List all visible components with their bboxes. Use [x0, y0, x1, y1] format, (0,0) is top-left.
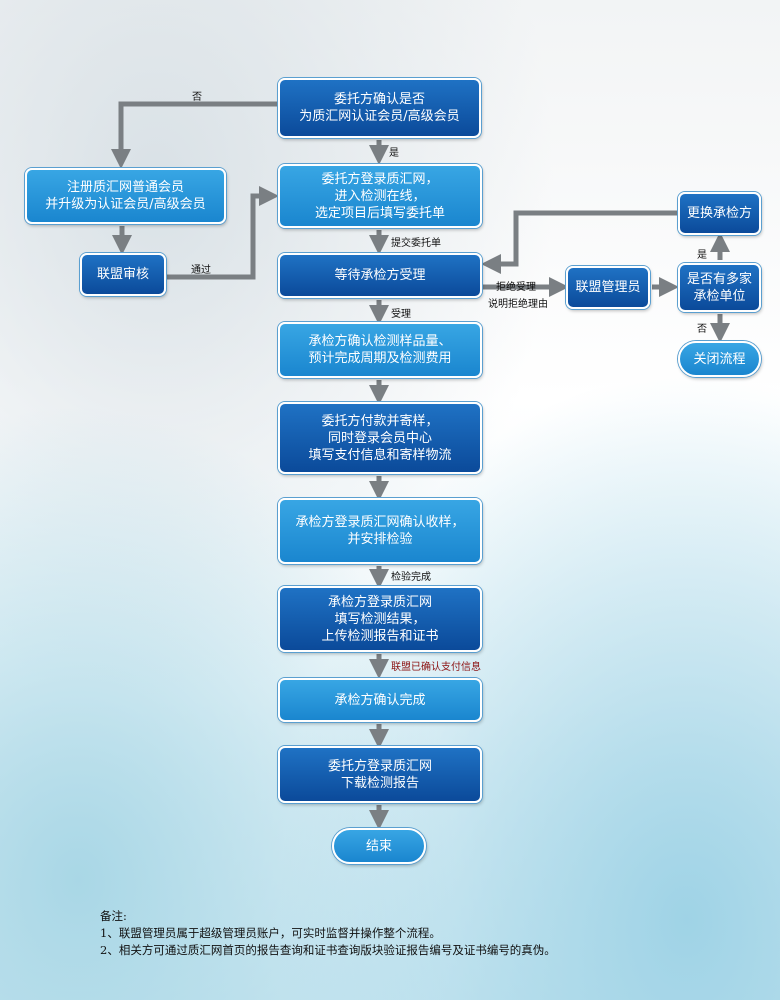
node-alliance-admin: 联盟管理员 [566, 266, 650, 309]
notes-line-1: 1、联盟管理员属于超级管理员账户，可实时监督并操作整个流程。 [100, 926, 441, 940]
node-confirm-sample: 承检方确认检测样品量、 预计完成周期及检测费用 [278, 322, 482, 378]
label-inspection-done: 检验完成 [391, 572, 431, 583]
label-accept: 受理 [391, 309, 411, 320]
label-reject-reason: 说明拒绝理由 [488, 299, 548, 310]
node-fill-result: 承检方登录质汇网 填写检测结果， 上传检测报告和证书 [278, 586, 482, 652]
node-confirm-receive: 承检方登录质汇网确认收样， 并安排检验 [278, 498, 482, 564]
node-change-inspector: 更换承检方 [678, 192, 761, 235]
node-confirm-complete: 承检方确认完成 [278, 678, 482, 722]
node-wait-accept: 等待承检方受理 [278, 253, 482, 298]
label-no-top: 否 [192, 92, 202, 103]
node-alliance-review: 联盟审核 [80, 253, 166, 296]
node-register: 注册质汇网普通会员 并升级为认证会员/高级会员 [25, 168, 226, 224]
label-submit: 提交委托单 [391, 238, 441, 249]
arrow-change-to-wait [481, 210, 678, 274]
node-login-commission: 委托方登录质汇网， 进入检测在线， 选定项目后填写委托单 [278, 164, 482, 228]
node-pay-send: 委托方付款并寄样， 同时登录会员中心 填写支付信息和寄样物流 [278, 402, 482, 474]
label-no-2: 否 [697, 324, 707, 335]
notes-title: 备注: [100, 909, 127, 923]
node-close-flow: 关闭流程 [678, 341, 761, 377]
node-confirm-member: 委托方确认是否 为质汇网认证会员/高级会员 [278, 78, 481, 138]
label-yes-1: 是 [389, 148, 399, 159]
label-pass: 通过 [191, 265, 211, 276]
node-multiple-units: 是否有多家 承检单位 [678, 263, 761, 312]
notes-section: 备注: 1、联盟管理员属于超级管理员账户，可实时监督并操作整个流程。 2、相关方… [100, 908, 556, 959]
node-end: 结束 [332, 828, 426, 864]
arrow-pass-to-login [165, 186, 279, 280]
label-payment-confirmed: 联盟已确认支付信息 [391, 662, 481, 673]
label-yes-2: 是 [697, 250, 707, 261]
notes-line-2: 2、相关方可通过质汇网首页的报告查询和证书查询版块验证报告编号及证书编号的真伪。 [100, 943, 556, 957]
arrow-no-to-register [111, 101, 278, 169]
label-reject: 拒绝受理 [496, 282, 536, 293]
node-download-report: 委托方登录质汇网 下载检测报告 [278, 746, 482, 803]
